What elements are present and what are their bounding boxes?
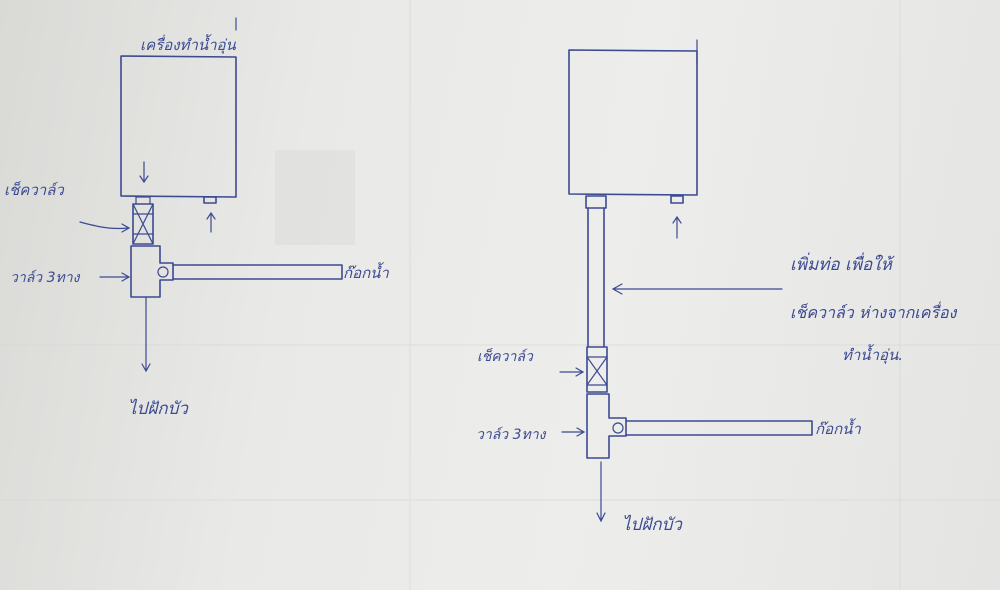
left-three-way-valve-label: วาล์ว 3ทาง (10, 269, 81, 286)
left-check-valve-label: เช็ควาล์ว (4, 181, 65, 199)
left-faucet-label: ก๊อกน้ำ (343, 262, 389, 282)
right-three-way-valve (586, 393, 627, 459)
left-three-way-valve (130, 245, 174, 298)
paper-smudge (275, 150, 355, 245)
right-valve-arrow (561, 427, 586, 437)
left-faucet-pipe (172, 264, 343, 280)
right-extension-pipe (587, 207, 605, 347)
left-heater-outlet (203, 196, 217, 204)
right-heater-outlet (670, 195, 684, 204)
right-top-connector (585, 195, 607, 209)
left-shower-arrow (141, 297, 151, 373)
right-valve-knob (612, 422, 624, 434)
left-valve-knob (157, 266, 169, 278)
right-check-valve (586, 346, 608, 393)
right-note-arrow (611, 283, 783, 295)
left-to-shower-label: ไปฝักบัว (128, 398, 189, 419)
right-check-valve-cross (586, 356, 608, 386)
right-outlet-up-arrow (672, 215, 682, 239)
right-faucet-pipe (625, 420, 813, 436)
right-sketch: เพิ่มท่อ เพื่อให้ เช็ควาล์ว ห่างจากเครื่… (476, 39, 958, 535)
left-heater-down-arrow (139, 161, 149, 184)
right-note-line3: ทำน้ำอุ่น. (842, 344, 903, 364)
left-check-valve (132, 203, 154, 245)
right-to-shower-label: ไปฝักบัว (622, 514, 683, 535)
left-check-valve-arrow (79, 221, 131, 233)
left-heater-label: เครื่องทำน้ำอุ่น (140, 34, 237, 54)
right-note-line2: เช็ควาล์ว ห่างจากเครื่อง (790, 301, 958, 322)
right-three-way-valve-label: วาล์ว 3ทาง (476, 426, 547, 443)
left-check-valve-cross (132, 203, 154, 245)
left-outlet-up-arrow (206, 211, 216, 233)
left-valve-arrow (99, 272, 131, 282)
left-sketch: เครื่องทำน้ำอุ่น เช็ควาล์ว วาล์ว 3ทาง ก๊… (4, 17, 389, 419)
right-note-line1: เพิ่มท่อ เพื่อให้ (790, 252, 895, 275)
right-check-valve-label: เช็ควาล์ว (477, 348, 534, 365)
right-heater-box (568, 49, 698, 196)
right-shower-arrow (596, 461, 606, 523)
right-check-valve-arrow (559, 367, 585, 377)
right-faucet-label: ก๊อกน้ำ (815, 418, 861, 438)
left-heater-box (120, 55, 237, 198)
